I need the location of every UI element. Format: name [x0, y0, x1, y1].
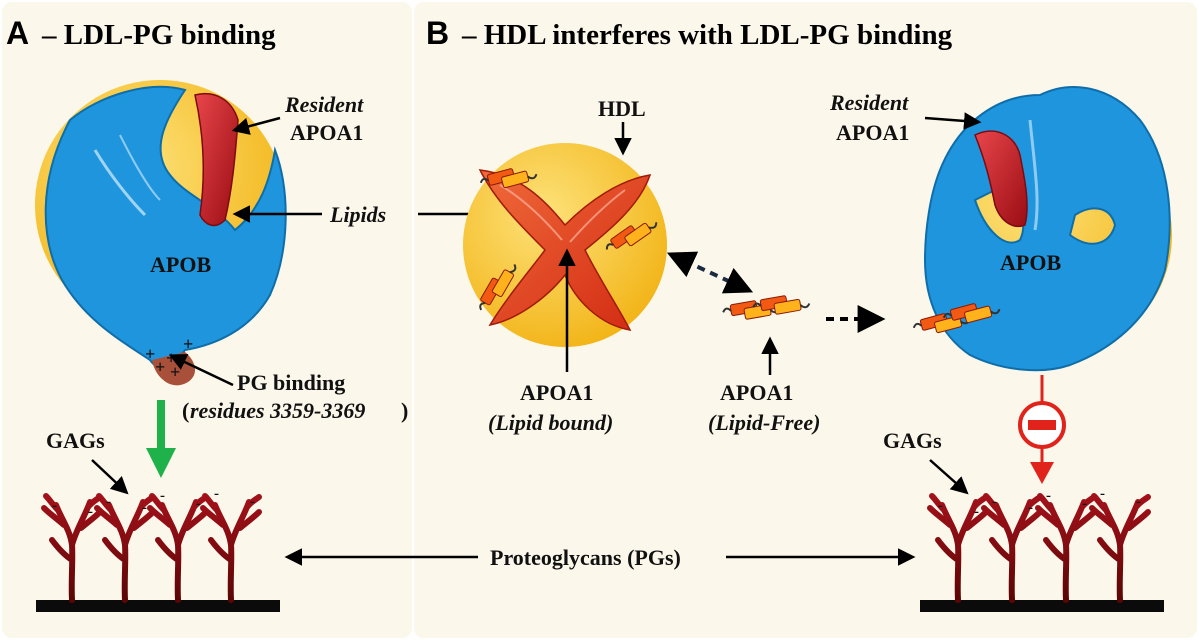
- apob-label-b: APOB: [1000, 250, 1061, 275]
- svg-text:-: -: [52, 498, 57, 514]
- gags-label-a: GAGs: [46, 428, 105, 453]
- svg-text:-: -: [160, 488, 165, 504]
- residues-label: residues 3359-3369: [190, 398, 365, 423]
- svg-text:-: -: [142, 500, 147, 516]
- apoa1-bound-label: APOA1: [520, 380, 593, 405]
- ldl-particle-b: [911, 86, 1172, 372]
- svg-text:-: -: [88, 504, 93, 520]
- svg-text:-: -: [992, 494, 997, 510]
- charge-plus: +: [145, 344, 155, 364]
- binding-arrow: [146, 400, 176, 478]
- resident-label-b: Resident: [829, 90, 909, 115]
- panel-b-letter: B: [426, 15, 449, 51]
- svg-text:-: -: [1100, 486, 1105, 502]
- arrow-pg-binding: [168, 354, 234, 387]
- pg-binding-label: PG binding: [237, 370, 345, 395]
- ldl-particle-a: + + + + +: [35, 80, 287, 386]
- gags-label-b: GAGs: [883, 428, 942, 453]
- charge-plus: +: [183, 334, 193, 354]
- arrow-gags-a: [91, 459, 129, 495]
- pg-charges-b: - - - - - - - -: [938, 486, 1141, 520]
- resident-label-a: Resident: [284, 92, 364, 117]
- arrow-apoa1-a: [231, 116, 281, 135]
- hdl-label: HDL: [598, 96, 646, 121]
- apob-protein-a: [44, 85, 287, 369]
- arrow-gags-b: [929, 459, 969, 495]
- panel-a-title: – LDL-PG binding: [41, 19, 276, 51]
- resident-apoa1-b: [974, 130, 1028, 227]
- pg-charges-a: - - - - - - - -: [52, 486, 255, 520]
- svg-text:-: -: [106, 494, 111, 510]
- svg-text:-: -: [214, 486, 219, 502]
- proteoglycans-b: [920, 496, 1164, 612]
- resident-apoa1-a: [194, 93, 239, 227]
- svg-text:-: -: [974, 504, 979, 520]
- arrow-apoa1-b: [924, 112, 982, 130]
- svg-text:-: -: [1082, 496, 1087, 512]
- svg-text:-: -: [938, 498, 943, 514]
- lipid-bound-label: (Lipid bound): [488, 410, 613, 435]
- charge-plus: +: [170, 362, 180, 382]
- residues-open: (: [182, 398, 189, 423]
- hdl-particle: [463, 143, 667, 347]
- residues-close: ): [401, 398, 408, 423]
- panel-a-letter: A: [6, 15, 29, 51]
- proteoglycans-label: Proteoglycans (PGs): [490, 545, 681, 570]
- apoa1-label-a: APOA1: [290, 120, 363, 145]
- lipid-free-label: (Lipid-Free): [708, 410, 820, 435]
- charge-plus: +: [155, 357, 165, 377]
- proteoglycans-a: [36, 496, 280, 612]
- lipids-label: Lipids: [329, 202, 386, 227]
- svg-text:-: -: [250, 494, 255, 510]
- svg-text:-: -: [196, 496, 201, 512]
- apoa1-free-label: APOA1: [720, 380, 793, 405]
- apoa1-label-b: APOA1: [836, 120, 909, 145]
- svg-text:-: -: [1046, 488, 1051, 504]
- svg-text:-: -: [1028, 500, 1033, 516]
- svg-text:-: -: [1136, 494, 1141, 510]
- inhibition-symbol: [1018, 375, 1066, 484]
- apob-label-a: APOB: [150, 252, 211, 277]
- panel-b-title: – HDL interferes with LDL-PG binding: [461, 19, 953, 51]
